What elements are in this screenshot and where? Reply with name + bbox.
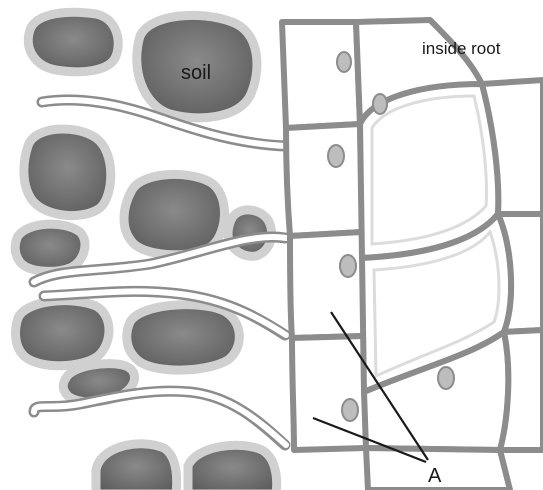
soil-particle — [127, 305, 240, 370]
nucleus — [337, 52, 351, 72]
nucleus — [373, 94, 387, 114]
nucleus — [342, 399, 358, 421]
soil-particle — [15, 224, 85, 271]
soil-particle — [24, 129, 111, 216]
nucleus — [328, 145, 344, 167]
soil-particle — [188, 445, 277, 490]
cortex-cell — [500, 330, 543, 450]
nucleus — [340, 255, 356, 277]
epidermal-cell — [282, 22, 360, 128]
soil-particle — [124, 174, 225, 254]
soil-label: soil — [181, 62, 211, 84]
epidermal-cell — [290, 232, 364, 338]
epidermal-cell — [286, 124, 362, 236]
epidermal-cells — [282, 22, 366, 450]
nucleus — [438, 367, 454, 389]
epidermal-cell — [292, 336, 366, 450]
inside-root-label: inside root — [422, 39, 501, 58]
cortex-cells — [356, 20, 543, 490]
soil-particle — [16, 301, 109, 366]
soil-particles — [15, 12, 276, 490]
label-a: A — [428, 465, 442, 487]
soil-particle — [28, 12, 118, 72]
soil-particle — [96, 444, 177, 490]
